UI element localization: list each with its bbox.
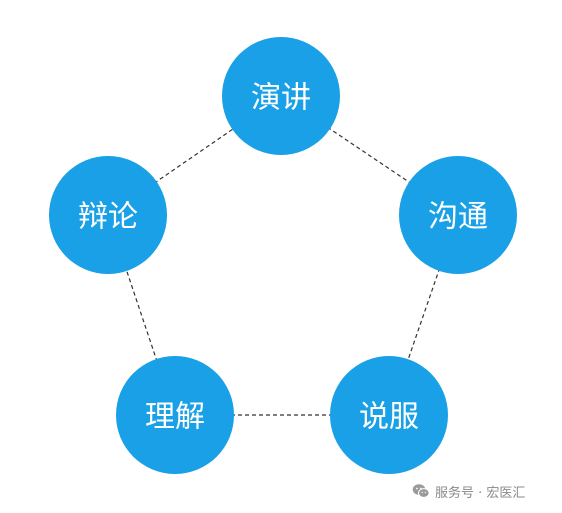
node-circle-debate: [49, 156, 167, 274]
node-speech: 演讲: [222, 37, 340, 155]
node-circle-communicate: [399, 156, 517, 274]
node-persuade: 说服: [330, 356, 448, 474]
wechat-icon: [412, 484, 430, 498]
node-label-understand: 理解: [145, 400, 205, 435]
node-label-debate: 辩论: [78, 200, 138, 235]
node-circle-understand: [116, 356, 234, 474]
node-label-persuade: 说服: [359, 400, 419, 435]
node-circle-speech: [222, 37, 340, 155]
watermark-text: 服务号 · 宏医汇: [435, 485, 526, 501]
node-communicate: 沟通: [399, 156, 517, 274]
node-understand: 理解: [116, 356, 234, 474]
node-debate: 辩论: [49, 156, 167, 274]
node-label-communicate: 沟通: [428, 200, 488, 235]
node-circle-persuade: [330, 356, 448, 474]
node-label-speech: 演讲: [251, 81, 311, 116]
watermark: 服务号 · 宏医汇: [412, 480, 525, 502]
